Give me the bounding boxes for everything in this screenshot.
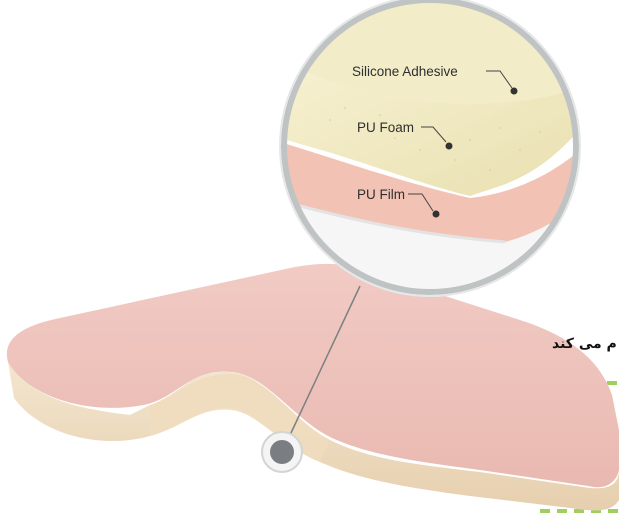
label-pu-film-text: PU Film: [357, 187, 405, 202]
magnified-cross-section: [280, 0, 580, 300]
label-pu-foam-text: PU Foam: [357, 120, 414, 135]
side-caption-text: م می کند: [552, 336, 617, 352]
label-silicone-adhesive-text: Silicone Adhesive: [352, 64, 458, 79]
callout-focus-point: [262, 432, 302, 472]
